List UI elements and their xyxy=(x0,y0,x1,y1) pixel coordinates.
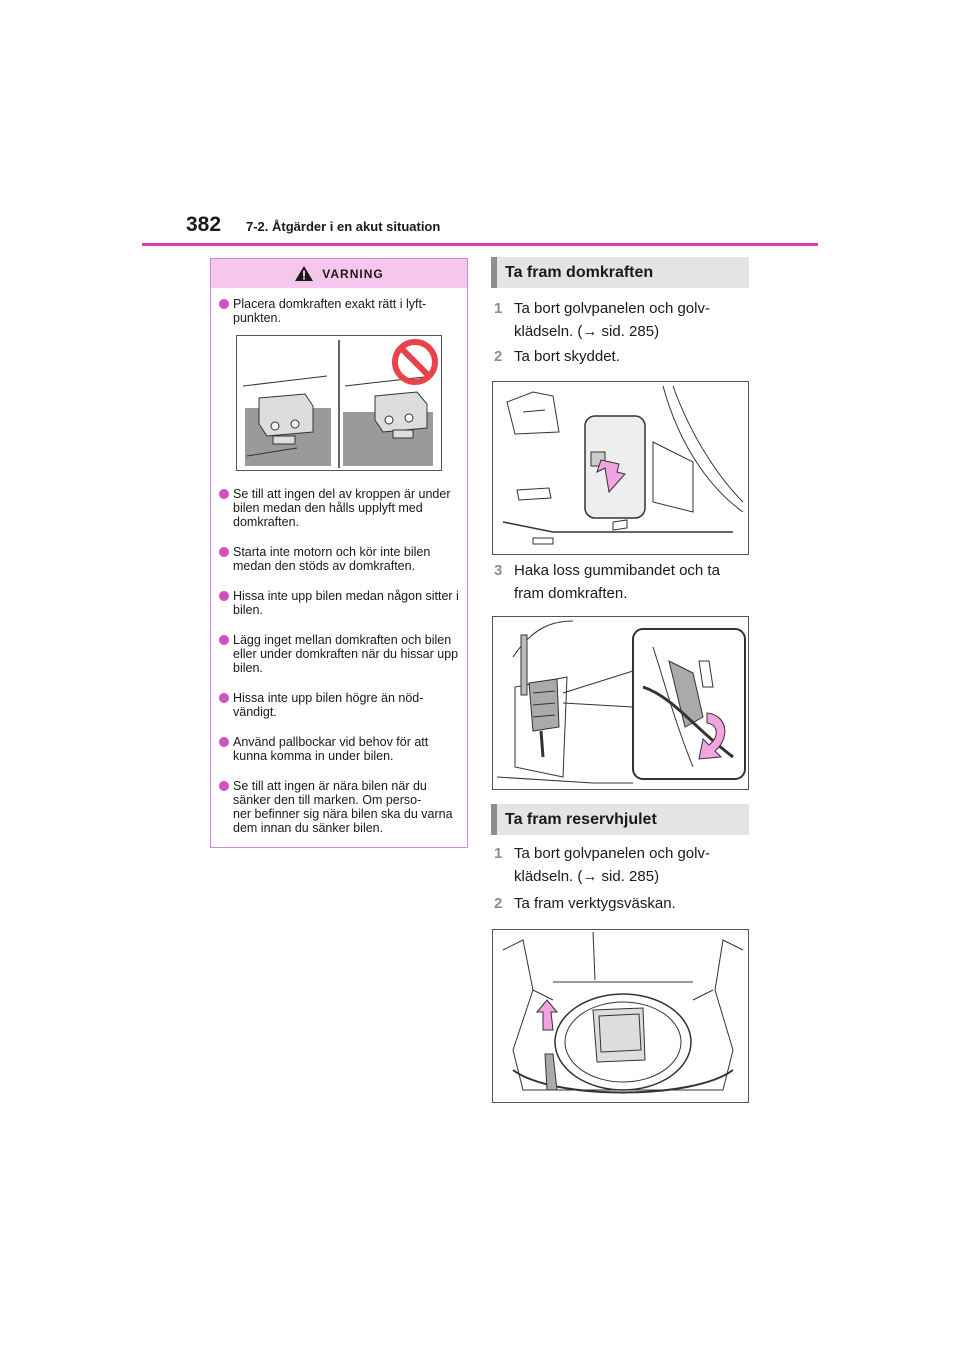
warning-item: Använd pallbockar vid behov för att kunn… xyxy=(219,735,463,763)
spare-step-2: 2 Ta fram verktygsväskan. xyxy=(494,895,676,912)
up-arrow-icon xyxy=(535,999,559,1031)
spare-step-1: 1 Ta bort golvpanelen och golv- klädseln… xyxy=(494,845,710,885)
bullet-icon xyxy=(219,635,229,645)
section-heading-jack: Ta fram domkraften xyxy=(491,257,749,288)
bullet-icon xyxy=(219,547,229,557)
jack-step-3: 3 Haka loss gummibandet och ta fram domk… xyxy=(494,562,720,602)
section-heading-spare: Ta fram reservhjulet xyxy=(491,804,749,835)
tool-bag-figure xyxy=(492,929,749,1103)
rotate-arrow-icon xyxy=(698,712,726,760)
jack-removal-figure xyxy=(492,616,749,790)
jack-step-1: 1 Ta bort golvpanelen och golv- klädseln… xyxy=(494,300,710,340)
bullet-icon xyxy=(219,781,229,791)
arrow-icon xyxy=(596,459,626,494)
warning-header: VARNING xyxy=(211,259,467,288)
page-number: 382 xyxy=(186,213,222,236)
warning-icon xyxy=(295,266,314,281)
cover-removal-figure xyxy=(492,381,749,555)
bullet-icon xyxy=(219,489,229,499)
warning-item: Starta inte motorn och kör inte bilen me… xyxy=(219,545,463,573)
bullet-icon xyxy=(219,693,229,703)
bullet-icon xyxy=(219,737,229,747)
bullet-icon xyxy=(219,591,229,601)
warning-title: VARNING xyxy=(322,266,384,281)
warning-item: Se till att ingen är nära bilen när du s… xyxy=(219,779,463,835)
warning-item: Hissa inte upp bilen högre än nöd- vändi… xyxy=(219,691,463,719)
warning-item: Placera domkraften exakt rätt i lyft- pu… xyxy=(219,297,463,325)
jack-step-2: 2 Ta bort skyddet. xyxy=(494,348,620,365)
warning-item: Hissa inte upp bilen medan någon sitter … xyxy=(219,589,463,617)
warning-item: Se till att ingen del av kroppen är unde… xyxy=(219,487,463,529)
bullet-icon xyxy=(219,299,229,309)
section-title: 7-2. Åtgärder i en akut situation xyxy=(246,219,441,234)
warning-box: VARNING Placera domkraften exakt rätt i … xyxy=(210,258,468,848)
warning-item: Lägg inget mellan domkraften och bilen e… xyxy=(219,633,463,675)
header-rule xyxy=(142,243,818,246)
prohibition-icon xyxy=(392,339,438,385)
jack-placement-figure xyxy=(236,335,442,471)
